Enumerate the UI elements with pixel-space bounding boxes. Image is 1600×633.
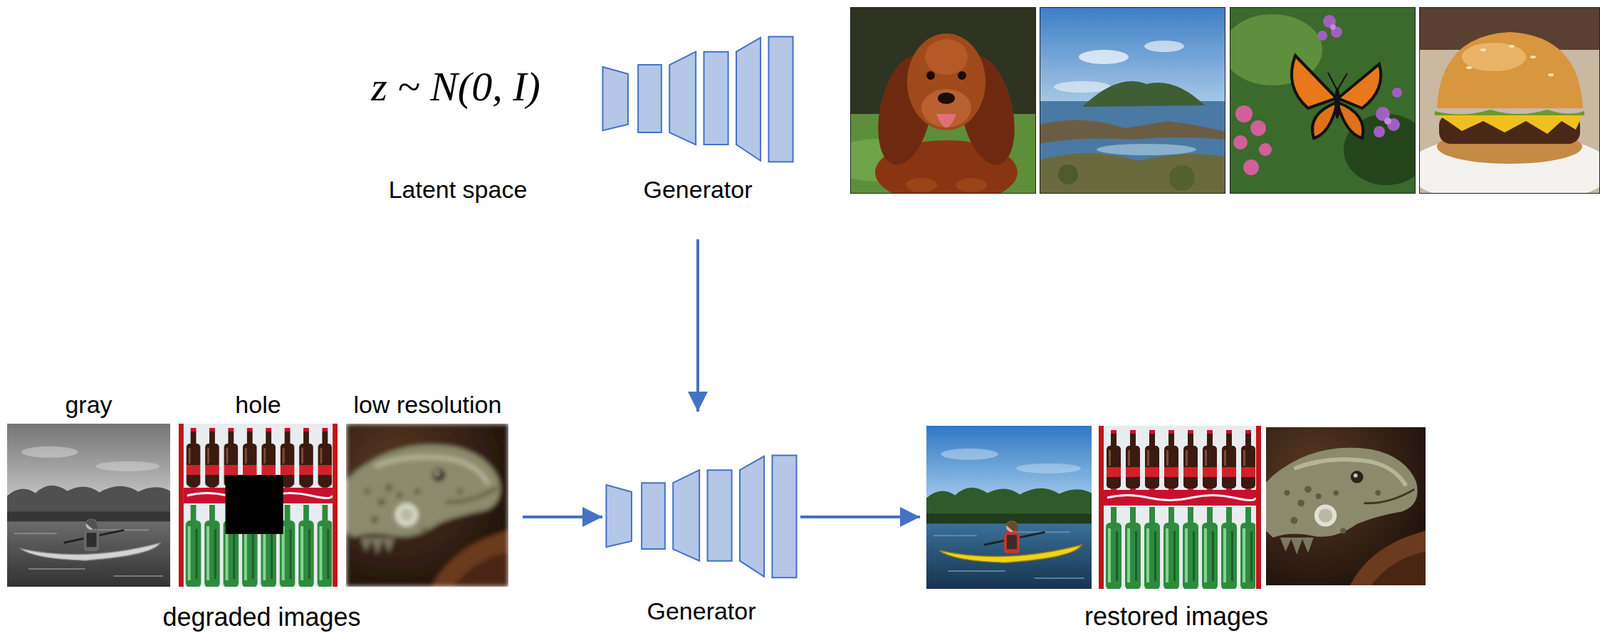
- layer-block: [771, 455, 797, 578]
- generator-network: Generator: [605, 454, 798, 626]
- flow-arrow: [800, 515, 920, 519]
- node-label: hole: [234, 390, 281, 419]
- flow-arrow: [522, 515, 603, 519]
- hole-image: hole: [178, 390, 338, 588]
- color-kayak-photo: [926, 425, 1092, 589]
- gray-kayak-photo: [7, 423, 171, 587]
- butterfly-photo: [1222, 7, 1430, 194]
- gray-image: gray: [7, 390, 171, 588]
- layer-block: [641, 482, 666, 549]
- restored-images-group: restored images: [922, 421, 1430, 632]
- generator-network: Generator: [601, 35, 794, 204]
- fridge-photo: [1098, 425, 1262, 589]
- burger-photo: [1406, 7, 1600, 206]
- layer-block: [602, 66, 629, 131]
- layer-block: [707, 469, 732, 561]
- flow-arrow: [696, 239, 700, 412]
- degraded-images-group: degraded images gray hole low resolution: [3, 386, 520, 633]
- node-label: Generator: [642, 175, 752, 204]
- blurry-iguana-photo: [346, 423, 509, 587]
- iguana-photo: [1266, 427, 1426, 586]
- dog-photo: [828, 7, 1037, 205]
- layer-block: [739, 456, 765, 577]
- low-resolution-image: low resolution: [339, 390, 516, 588]
- node-label: gray: [64, 390, 112, 419]
- hole-fridge-photo: [178, 423, 338, 587]
- layer-block: [704, 51, 729, 145]
- node-label: low resolution: [353, 390, 503, 419]
- layer-block: [768, 36, 793, 162]
- node-label: restored images: [1084, 601, 1269, 632]
- layer-block: [605, 484, 632, 547]
- node-label: degraded images: [162, 602, 361, 633]
- layer-block: [638, 64, 662, 133]
- latent-formula: z ~ N(0, I): [331, 62, 580, 112]
- layer-block: [669, 51, 696, 145]
- island-photo: [1039, 7, 1226, 194]
- node-label: Generator: [646, 596, 756, 626]
- layer-block: [736, 37, 761, 161]
- generator-layers: [605, 454, 798, 580]
- generator-layers: [601, 35, 794, 164]
- layer-block: [672, 469, 700, 561]
- latent-space-label: Latent space: [367, 175, 549, 204]
